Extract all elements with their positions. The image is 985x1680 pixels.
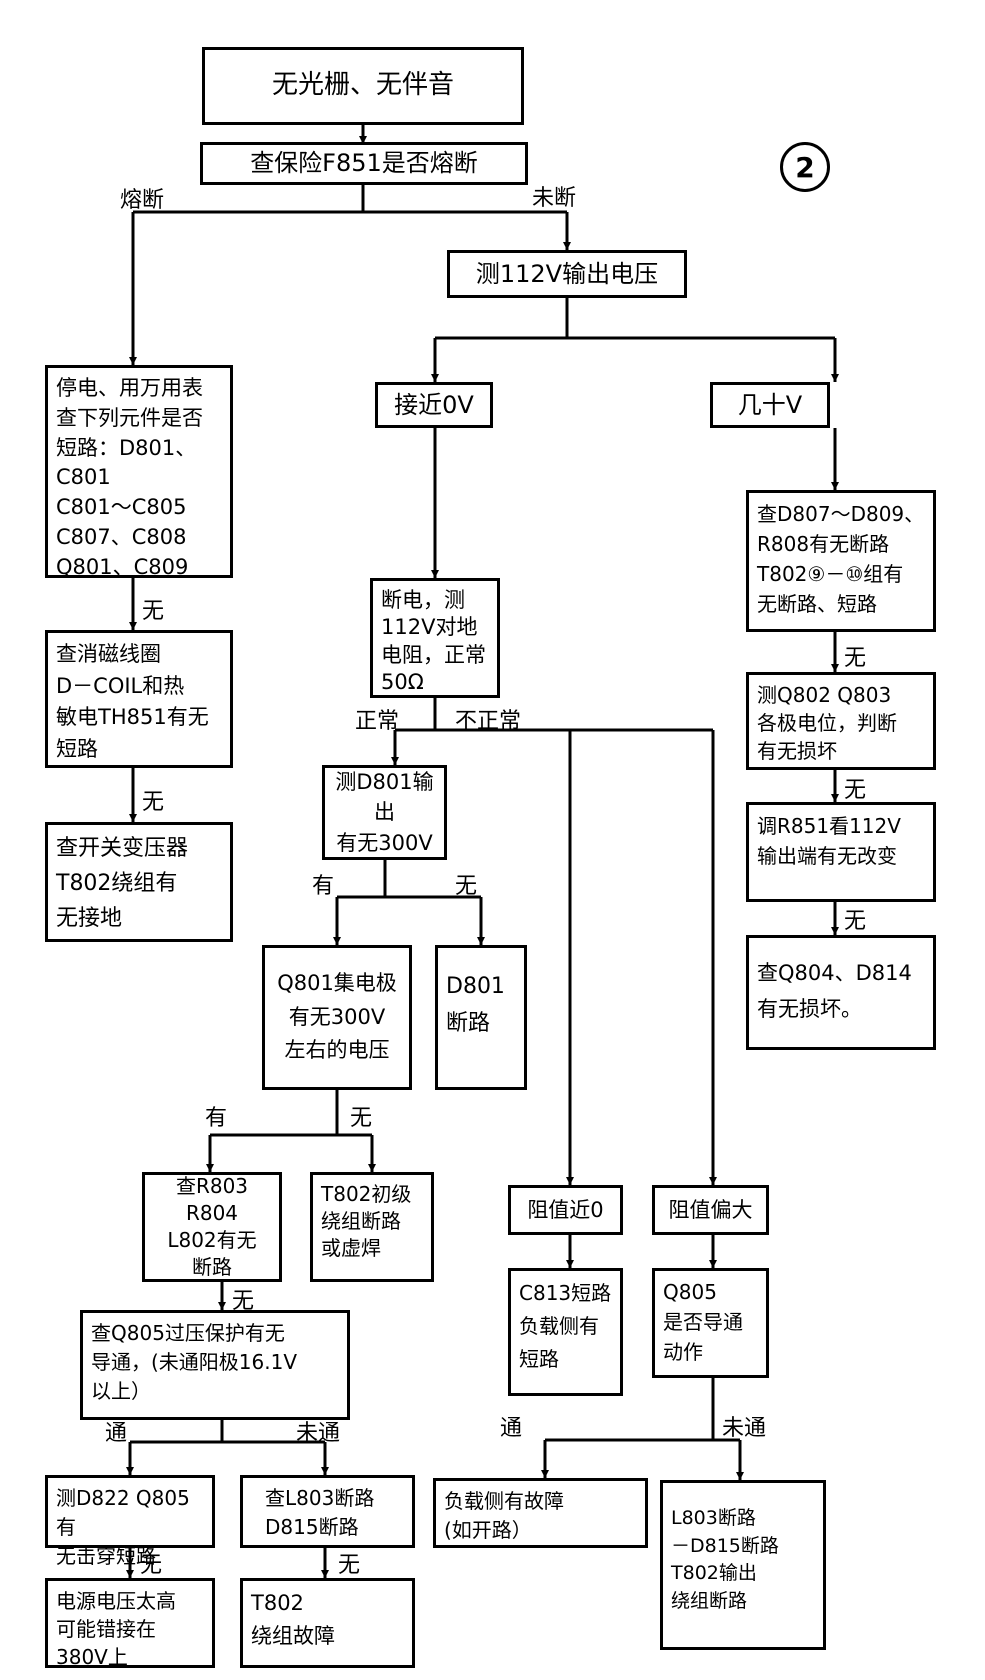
label-not-conduct-right: 未通	[722, 1416, 767, 1441]
label-none-mid-5: 无	[338, 1553, 361, 1578]
arrowhead	[126, 1570, 134, 1578]
label-yes-2: 有	[205, 1106, 228, 1131]
arrowhead	[126, 1467, 134, 1475]
node-check-q805-overvoltage: 查Q805过压保护有无 导通，(未通阳极16.1V 以上）	[80, 1310, 350, 1420]
label-conduct-left: 通	[105, 1421, 128, 1446]
node-measure-d801-output: 测D801输出 有无300V	[322, 765, 447, 860]
arrowhead	[566, 1177, 574, 1185]
node-check-r803-r804: 查R803 R804 L802有无 断路	[142, 1172, 282, 1282]
arrowhead	[831, 794, 839, 802]
node-adjust-r851: 调R851看112V 输出端有无改变	[746, 802, 936, 902]
edge-n22-split	[545, 1378, 740, 1442]
arrowhead	[563, 242, 571, 250]
label-none-mid-2: 无	[350, 1106, 373, 1131]
node-measure-resistance: 断电，测 112V对地 电阻，正常 50Ω	[370, 578, 500, 698]
label-none-mid-4: 无	[140, 1553, 163, 1578]
arrowhead	[831, 482, 839, 490]
node-tens-of-volts: 几十V	[710, 382, 830, 428]
node-check-fuse: 查保险F851是否熔断	[200, 142, 528, 185]
node-t802-winding-fault: T802 绕组故障	[240, 1578, 415, 1668]
node-measure-q802-q803: 测Q802 Q803 各极电位，判断 有无损坏	[746, 672, 936, 770]
label-none-right-3: 无	[844, 909, 867, 934]
label-none-right-1: 无	[844, 646, 867, 671]
node-measure-112v: 测112V输出电压	[447, 250, 687, 298]
node-check-q804-d814: 查Q804、D814 有无损坏。	[746, 935, 936, 1050]
arrowhead	[129, 814, 137, 822]
arrowhead	[541, 1470, 549, 1478]
node-c813-short: C813短路 负载侧有 短路	[508, 1268, 623, 1396]
arrowhead	[333, 937, 341, 945]
node-check-l803-d815: 查L803断路 D815断路	[240, 1475, 415, 1548]
node-check-d807-d809: 查D807～D809、 R808有无断路 T802⑨－⑩组有 无断路、短路	[746, 490, 936, 632]
edge-n2-split	[133, 185, 567, 214]
node-check-short-components: 停电、用万用表 查下列元件是否 短路：D801、C801 C801～C805 C…	[45, 365, 233, 579]
node-check-transformer-ground: 查开关变压器 T802绕组有 无接地	[45, 822, 233, 942]
node-resistance-near-0: 阻值近0	[508, 1185, 623, 1235]
node-l803-d815-t802-open: L803断路 －D815断路 T802输出 绕组断路	[660, 1480, 826, 1650]
node-resistance-high: 阻值偏大	[652, 1185, 769, 1235]
arrowhead	[218, 1302, 226, 1310]
label-none-right-2: 无	[844, 778, 867, 803]
arrowhead	[831, 927, 839, 935]
node-q805-conduct: Q805 是否导通 动作	[652, 1268, 769, 1378]
node-t802-primary-open: T802初级 绕组断路 或虚焊	[310, 1172, 434, 1282]
arrowhead	[709, 1260, 717, 1268]
node-check-degauss-coil: 查消磁线圈 D－COIL和热 敏电TH851有无 短路	[45, 630, 233, 768]
arrowhead	[736, 1472, 744, 1480]
arrowhead	[477, 937, 485, 945]
arrowhead	[831, 664, 839, 672]
arrowhead	[709, 1177, 717, 1185]
arrowhead	[368, 1164, 376, 1172]
arrowhead	[321, 1570, 329, 1578]
node-near-0v: 接近0V	[375, 382, 493, 428]
label-blown: 熔断	[120, 188, 165, 213]
arrowhead	[129, 357, 137, 365]
label-yes-1: 有	[312, 874, 335, 899]
arrowhead	[321, 1467, 329, 1475]
arrowhead	[206, 1164, 214, 1172]
arrowhead	[431, 374, 439, 382]
arrowhead	[831, 374, 839, 382]
node-no-raster-no-sound: 无光栅、无伴音	[202, 47, 524, 125]
label-none-mid-3: 无	[232, 1289, 255, 1314]
label-conduct-right: 通	[500, 1416, 523, 1441]
edge-n14-split	[337, 860, 481, 899]
label-not-conduct-left: 未通	[296, 1421, 341, 1446]
edge-n23-split	[130, 1420, 325, 1444]
label-none-mid-1: 无	[455, 874, 478, 899]
node-load-side-fault: 负载侧有故障 (如开路）	[433, 1478, 648, 1548]
node-d801-open: D801 断路	[435, 945, 527, 1090]
node-q801-collector: Q801集电极 有无300V 左右的电压	[262, 945, 412, 1090]
node-supply-too-high: 电源电压太高 可能错接在 380V上	[45, 1578, 215, 1669]
label-abnormal: 不正常	[455, 709, 522, 734]
arrowhead	[129, 622, 137, 630]
label-normal: 正常	[355, 709, 400, 734]
label-none-left-1: 无	[142, 599, 165, 624]
arrowhead	[391, 757, 399, 765]
edge-n13-split	[395, 698, 713, 732]
figure-number-badge: 2	[780, 142, 830, 192]
edge-n3-split	[435, 298, 835, 340]
arrowhead	[359, 136, 367, 144]
arrowhead	[566, 1260, 574, 1268]
node-measure-d822-q805: 测D822 Q805有 无击穿短路	[45, 1475, 215, 1568]
label-not-blown: 未断	[532, 186, 577, 211]
edge-n15-split	[210, 1090, 372, 1137]
label-none-left-2: 无	[142, 790, 165, 815]
arrowhead	[431, 570, 439, 578]
